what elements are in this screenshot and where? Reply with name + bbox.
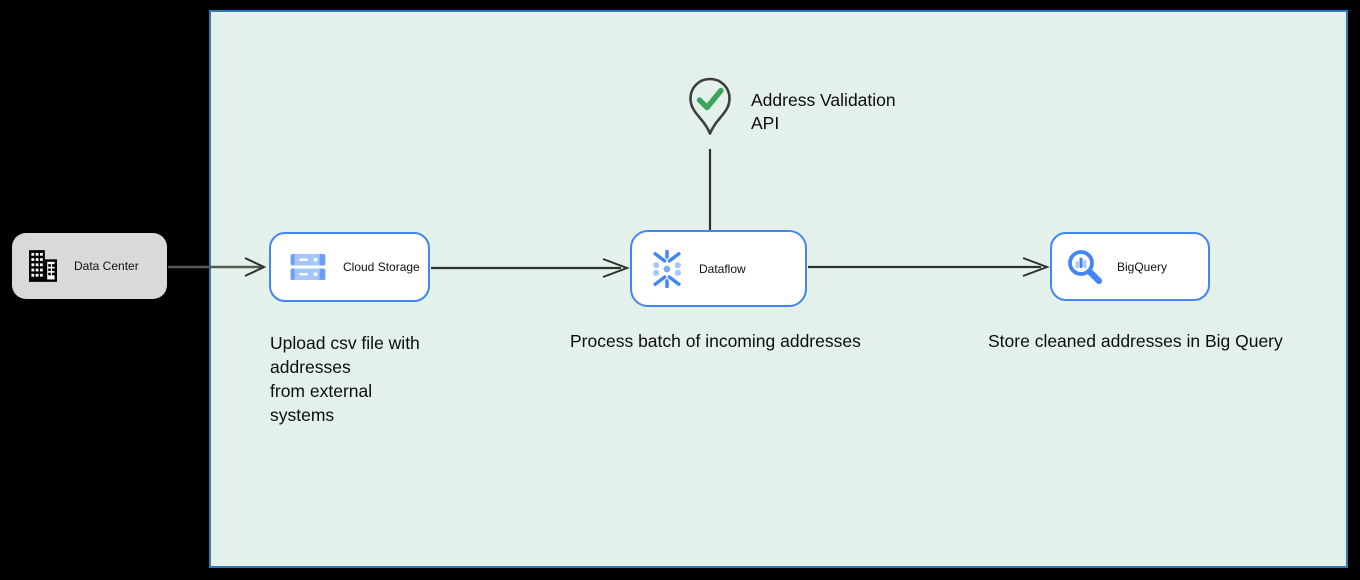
node-bigquery[interactable]: BigQuery bbox=[1050, 232, 1210, 301]
caption-store: Store cleaned addresses in Big Query bbox=[988, 331, 1283, 351]
building-icon bbox=[29, 250, 57, 282]
check-icon bbox=[696, 87, 724, 111]
node-label-data-center: Data Center bbox=[74, 259, 139, 273]
node-label-cloud-storage: Cloud Storage bbox=[343, 260, 420, 274]
caption-process: Process batch of incoming addresses bbox=[570, 331, 861, 351]
node-label-bigquery: BigQuery bbox=[1117, 259, 1168, 274]
caption-upload: Upload csv file with addresses from exte… bbox=[270, 333, 420, 425]
bigquery-icon bbox=[1068, 250, 1103, 285]
address-validation-label: Address Validation API bbox=[751, 90, 896, 133]
map-pin-check-icon[interactable] bbox=[687, 77, 733, 139]
node-data-center[interactable]: Data Center bbox=[12, 233, 167, 299]
node-label-dataflow: Dataflow bbox=[699, 261, 746, 276]
dataflow-icon bbox=[653, 249, 681, 288]
cloud-storage-icon bbox=[290, 254, 326, 280]
node-cloud-storage[interactable]: Cloud Storage bbox=[269, 232, 430, 302]
node-dataflow[interactable]: Dataflow bbox=[630, 230, 807, 307]
